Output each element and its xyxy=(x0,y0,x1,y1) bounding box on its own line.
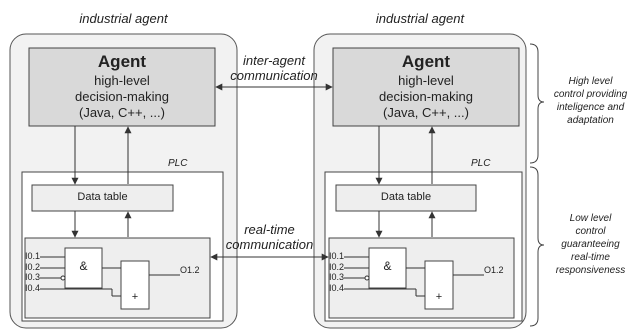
annotation-high-2: control providing xyxy=(553,89,628,100)
data-table-right xyxy=(335,184,477,212)
or-gate-label-left: + xyxy=(131,291,139,303)
agent-box-right xyxy=(332,47,520,127)
annotation-high-3: inteligence and xyxy=(556,102,625,113)
annotation-low-1: Low level xyxy=(569,213,612,224)
annotation-low-2: control xyxy=(575,226,606,237)
and-gate-left xyxy=(64,247,103,289)
inter-agent-label-line2: communication xyxy=(230,68,318,83)
input-i02-right: I0.2 xyxy=(329,262,345,272)
data-table-label-left: Data table xyxy=(77,191,128,203)
agent-line1-left: high-level xyxy=(94,73,150,88)
agent-title-right: Agent xyxy=(401,52,451,71)
inter-agent-label-line1: inter-agent xyxy=(243,53,305,68)
brace-low-level xyxy=(529,166,545,327)
industrial-agent-left-header: industrial agent xyxy=(79,11,168,26)
agent-line3-left: (Java, C++, ...) xyxy=(79,105,165,120)
output-label-right: O1.2 xyxy=(484,265,504,275)
input-i01-left: I0.1 xyxy=(25,251,41,261)
input-i04-left: I0.4 xyxy=(25,283,41,293)
industrial-agent-right-header: industrial agent xyxy=(375,11,465,26)
negation-bubble-right xyxy=(364,275,370,281)
annotation-high-1: High level xyxy=(568,76,613,87)
industrial-agent-left xyxy=(9,33,238,329)
input-i02-left: I0.2 xyxy=(25,262,41,272)
or-gate-right xyxy=(424,260,454,310)
annotation-low-5: responsiveness xyxy=(555,265,626,276)
input-i01-right: I0.1 xyxy=(329,251,345,261)
brace-high-level xyxy=(529,43,545,164)
agent-box-left xyxy=(28,47,216,127)
plc-label-right: PLC xyxy=(471,158,491,169)
agent-line2-left: decision-making xyxy=(75,89,169,104)
or-gate-label-right: + xyxy=(435,291,443,303)
input-i04-right: I0.4 xyxy=(329,283,345,293)
or-gate-left xyxy=(120,260,150,310)
agent-line3-right: (Java, C++, ...) xyxy=(383,105,469,120)
agent-line2-right: decision-making xyxy=(379,89,473,104)
output-label-left: O1.2 xyxy=(180,265,200,275)
agent-title-left: Agent xyxy=(97,52,147,71)
data-table-label-right: Data table xyxy=(380,191,432,203)
annotation-low-3: guaranteeing xyxy=(561,239,620,250)
and-gate-label-right: & xyxy=(383,259,392,273)
annotation-low-4: real-time xyxy=(571,252,610,263)
industrial-agent-right xyxy=(313,33,527,329)
and-gate-label-left: & xyxy=(79,259,88,273)
agent-line1-right: high-level xyxy=(398,73,454,88)
negation-bubble-left xyxy=(60,275,66,281)
input-i03-left: I0.3 xyxy=(25,272,41,282)
input-i03-right: I0.3 xyxy=(329,272,345,282)
annotation-high-4: adaptation xyxy=(567,115,614,126)
plc-label-left: PLC xyxy=(168,158,188,169)
data-table-left xyxy=(31,184,174,212)
real-time-label-line2: communication xyxy=(225,237,314,252)
real-time-label-line1: real-time xyxy=(244,222,295,237)
and-gate-right xyxy=(368,247,407,289)
